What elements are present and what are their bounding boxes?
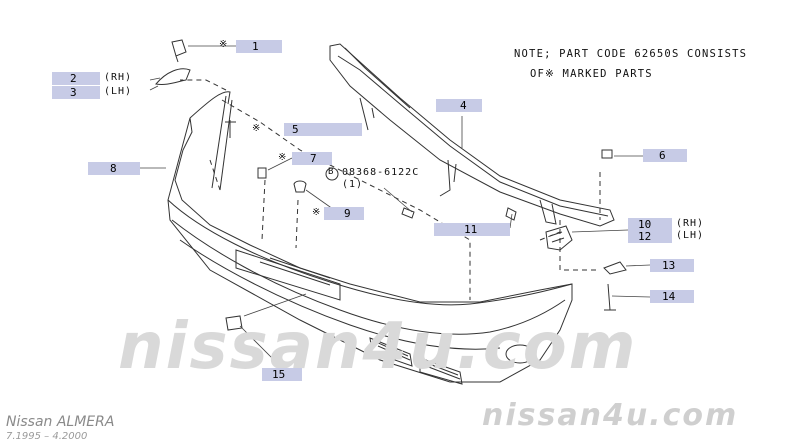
callout-10-side: (RH): [676, 218, 705, 229]
grommet-9: [293, 180, 307, 193]
callout-7[interactable]: 7: [292, 152, 332, 165]
callout-13[interactable]: 13: [650, 259, 694, 272]
callout-7-number: 7: [310, 152, 317, 165]
asterisk-mark-5: ※: [252, 123, 262, 134]
screw-11: [505, 207, 517, 221]
bolt-b-symbol: [325, 167, 339, 181]
callout-6-number: 6: [659, 149, 666, 162]
callout-2[interactable]: 2: [52, 72, 100, 85]
callout-2-number: 2: [70, 72, 77, 85]
callout-8[interactable]: 8: [88, 162, 140, 175]
callout-2-side: (RH): [104, 72, 133, 83]
callout-1-number: 1: [252, 40, 259, 53]
note-line-1: NOTE; PART CODE 62650S CONSISTS: [514, 48, 748, 60]
clip-13: [603, 261, 627, 275]
callout-11-number: 11: [464, 223, 478, 236]
asterisk-mark-1: ※: [219, 39, 229, 50]
callout-15-number: 15: [272, 368, 286, 381]
callout-9-number: 9: [344, 207, 351, 220]
callout-12-side: (LH): [676, 230, 705, 241]
watermark-center: nissan4u.com: [118, 310, 638, 384]
callout-1[interactable]: 1: [236, 40, 282, 53]
callout-8-number: 8: [110, 162, 117, 175]
seal-2-3: [155, 68, 191, 85]
nut-6: [601, 149, 613, 159]
footer-model: Nissan ALMERA: [6, 414, 115, 430]
callout-6[interactable]: 6: [643, 149, 687, 162]
clip-7: [257, 167, 267, 179]
bolt-spec-prefix: B: [328, 167, 334, 177]
bolt-b: [401, 207, 415, 219]
callout-13-number: 13: [662, 259, 676, 272]
footer-dates: 7.1995 – 4.2000: [6, 431, 88, 442]
parts-note: NOTE; PART CODE 62650S CONSISTS OF※ MARK…: [514, 44, 747, 84]
asterisk-mark-7: ※: [278, 152, 288, 163]
callout-5-number: 5: [292, 123, 299, 136]
callout-3-side: (LH): [104, 86, 133, 97]
callout-12[interactable]: 12: [628, 230, 672, 243]
callout-9[interactable]: 9: [324, 207, 364, 220]
reinforcement-beam: [329, 43, 615, 227]
note-line-2: OF※ MARKED PARTS: [530, 68, 653, 80]
callout-10-number: 10: [638, 218, 652, 231]
bolt-spec-code: 08368-6122C: [342, 167, 420, 178]
watermark-corner: nissan4u.com: [482, 398, 739, 433]
callout-3[interactable]: 3: [52, 86, 100, 99]
callout-15[interactable]: 15: [262, 368, 302, 381]
callout-4[interactable]: 4: [436, 99, 482, 112]
side-bracket: [545, 225, 573, 251]
callout-12-number: 12: [638, 230, 652, 243]
callout-11[interactable]: 11: [434, 223, 510, 236]
callout-5[interactable]: 5: [284, 123, 362, 136]
callout-3-number: 3: [70, 86, 77, 99]
callout-14-number: 14: [662, 290, 676, 303]
bolt-spec-qty: (1): [342, 179, 364, 190]
callout-14[interactable]: 14: [650, 290, 694, 303]
bolt-5: [225, 120, 236, 138]
callout-10[interactable]: 10: [628, 218, 672, 231]
callout-4-number: 4: [460, 99, 467, 112]
asterisk-mark-9: ※: [312, 207, 322, 218]
rivet-14: [604, 283, 616, 311]
clip-1: [171, 39, 187, 57]
